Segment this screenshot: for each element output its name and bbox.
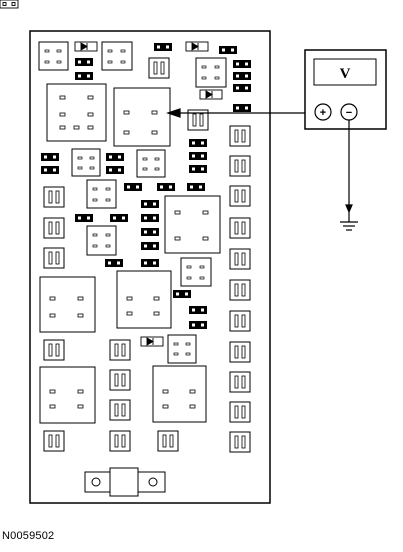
- fuse-icon: [43, 247, 65, 269]
- relay-block: [39, 366, 96, 424]
- fuse-icon: [43, 339, 65, 361]
- figure-id-caption: N0059502: [2, 530, 55, 542]
- fuse-icon: [157, 430, 179, 452]
- diode-icon: [185, 41, 209, 52]
- relay-block: [164, 195, 221, 254]
- diode-icon: [140, 336, 164, 347]
- relay-block: [113, 87, 171, 147]
- voltmeter-icon: V + −: [304, 49, 387, 130]
- fuse-icon: [229, 371, 251, 393]
- fuse-icon: [109, 430, 131, 452]
- fuse-icon: [43, 430, 65, 452]
- diode-icons: [74, 41, 223, 347]
- ground-symbol-icon: [340, 204, 358, 231]
- fuse-icon: [109, 399, 131, 421]
- fuse-icon: [43, 217, 65, 239]
- fuse-icon: [229, 125, 251, 147]
- diode-icon: [74, 41, 98, 52]
- meter-display-label: V: [340, 66, 351, 82]
- fuse-icon: [229, 248, 251, 270]
- fuse-icon: [109, 369, 131, 391]
- fuse-icon: [43, 186, 65, 208]
- fuse-icon: [229, 431, 251, 453]
- negative-terminal-label: −: [346, 107, 352, 119]
- fuse-icon: [229, 341, 251, 363]
- fuse-icon: [229, 155, 251, 177]
- relay-block: [39, 276, 96, 333]
- fuse-icon: [148, 57, 170, 79]
- test-lead-positive: [166, 108, 315, 118]
- mini-relay-pins: [44, 49, 220, 356]
- relay-pins: [49, 95, 209, 409]
- relay-block: [152, 365, 207, 423]
- mini-relays: [38, 41, 227, 364]
- fuse-icon: [229, 401, 251, 423]
- relay-blocks: [39, 83, 221, 424]
- maxi-fuse: [84, 467, 166, 497]
- fuse-icon: [109, 339, 131, 361]
- fuse-icon: [229, 217, 251, 239]
- relay-block: [46, 83, 107, 142]
- fuse-icon: [229, 185, 251, 207]
- relay-block: [116, 270, 172, 329]
- positive-terminal: [314, 103, 332, 121]
- positive-terminal-label: +: [320, 107, 326, 119]
- mini-fuses: [0, 0, 19, 9]
- fuse-icon: [229, 279, 251, 301]
- diode-icon: [199, 89, 223, 100]
- fuse-icon: [229, 310, 251, 332]
